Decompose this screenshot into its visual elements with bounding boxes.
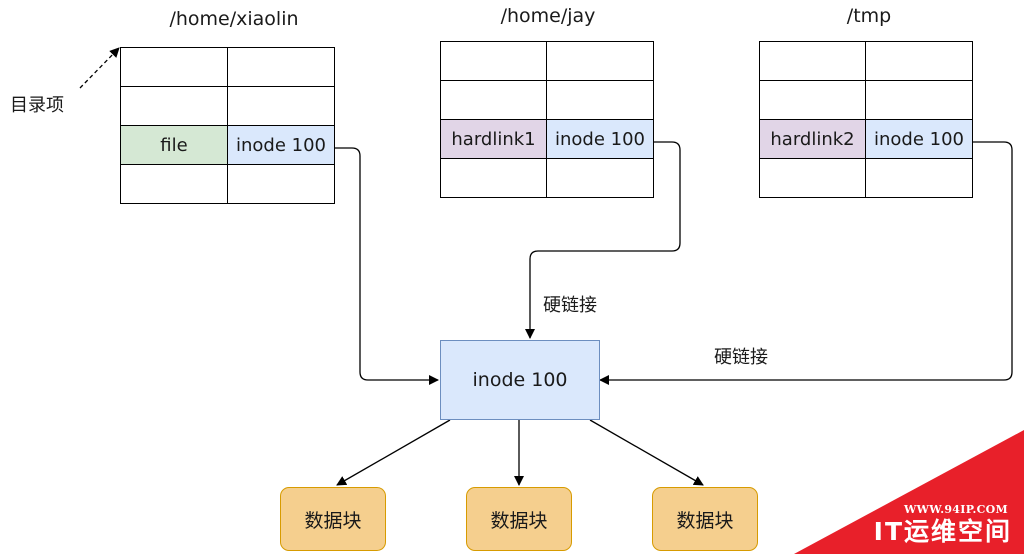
directory-title-xiaolin: /home/xiaolin xyxy=(169,8,299,30)
entry-inode-cell: inode 100 xyxy=(227,125,335,165)
data-arrow-3 xyxy=(589,419,704,486)
table-row xyxy=(440,80,654,120)
table-row xyxy=(440,41,654,81)
watermark-name: IT运维空间 xyxy=(873,517,1012,546)
watermark-url: WWW.94IP.COM xyxy=(903,503,1008,516)
entry-name-cell: file xyxy=(120,125,228,165)
table-row xyxy=(759,158,973,198)
link-arrow-file xyxy=(334,147,439,385)
table-row xyxy=(759,80,973,120)
hardlink-label-left: 硬链接 xyxy=(543,295,597,316)
link-arrow-hardlink2 xyxy=(599,141,1013,385)
link-arrow-hardlink1 xyxy=(525,141,681,339)
directory-entry-annotation: 目录项 xyxy=(10,95,64,116)
data-arrow-1 xyxy=(336,419,451,486)
annotation-arrow xyxy=(79,47,120,89)
table-row xyxy=(120,164,335,204)
data-block: 数据块 xyxy=(652,487,758,551)
table-row xyxy=(759,41,973,81)
watermark-triangle xyxy=(794,430,1024,554)
inode-box: inode 100 xyxy=(440,340,600,420)
hardlink-label-right: 硬链接 xyxy=(714,347,768,368)
entry-inode-cell: inode 100 xyxy=(546,119,654,159)
directory-title-jay: /home/jay xyxy=(500,5,596,27)
watermark: WWW.94IP.COM IT运维空间 xyxy=(794,430,1024,554)
data-block: 数据块 xyxy=(466,487,572,551)
table-row xyxy=(440,158,654,198)
directory-title-tmp: /tmp xyxy=(846,5,892,27)
table-row xyxy=(120,86,335,126)
entry-name-cell: hardlink2 xyxy=(759,119,866,159)
data-block: 数据块 xyxy=(280,487,386,551)
